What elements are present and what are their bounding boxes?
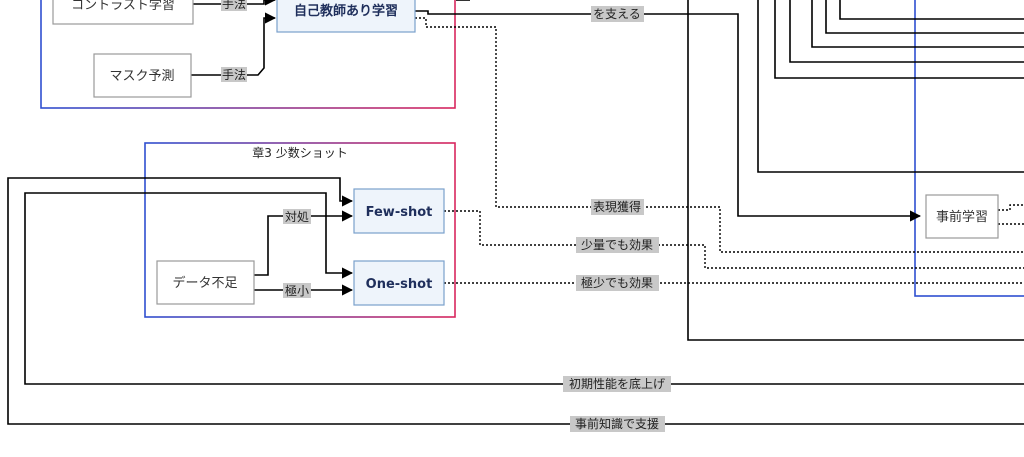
- node-mask-label: マスク予測: [109, 69, 174, 84]
- group-frame-ch3: [144, 142, 456, 318]
- node-pretrain[interactable]: 事前学習: [925, 194, 999, 239]
- node-mask[interactable]: マスク予測: [93, 53, 192, 98]
- edge-label-cope: 対処: [283, 209, 311, 224]
- edge-repr: [415, 17, 1024, 253]
- edge-label-method-1: 手法: [221, 0, 247, 11]
- node-oneshot-label: One-shot: [366, 277, 433, 292]
- node-fewshot-label: Few-shot: [366, 205, 433, 220]
- edge-initial-perf: [24, 192, 1024, 385]
- edge-cope: [254, 210, 354, 276]
- node-pretrain-label: 事前学習: [936, 209, 988, 225]
- node-oneshot[interactable]: One-shot: [353, 260, 445, 306]
- route-line-1: [839, 0, 1024, 20]
- route-line-4: [789, 0, 1024, 63]
- edge-label-repr: 表現獲得: [591, 199, 644, 215]
- route-line-6: [757, 0, 1024, 173]
- edge-label-small-effect-text: 少量でも効果: [581, 237, 653, 252]
- edge-label-initial-perf-text: 初期性能を底上げ: [569, 376, 665, 391]
- edge-small-effect: [444, 210, 1024, 269]
- edge-label-method-2: 手法: [221, 67, 247, 82]
- route-line-5: [774, 0, 1024, 79]
- node-contrast-label: コントラスト学習: [71, 0, 175, 13]
- node-selfsup-label: 自己教師あり学習: [294, 3, 398, 19]
- edge-label-prior-knowledge: 事前知識で支援: [570, 416, 665, 432]
- edge-label-method-1-text: 手法: [222, 0, 246, 11]
- edge-label-repr-text: 表現獲得: [593, 199, 641, 214]
- edge-label-minimal: 極小: [283, 283, 311, 298]
- edge-method-2: [190, 12, 277, 76]
- edge-label-support-text: を支える: [593, 7, 641, 21]
- node-fewshot[interactable]: Few-shot: [353, 188, 445, 234]
- route-line-2: [825, 0, 1024, 34]
- edge-label-initial-perf: 初期性能を底上げ: [563, 376, 671, 392]
- node-contrast[interactable]: コントラスト学習: [52, 0, 194, 25]
- node-selfsup[interactable]: 自己教師あり学習: [276, 0, 416, 33]
- group-frame-right: [914, 0, 1024, 297]
- edge-label-tiny-effect: 極少でも効果: [576, 275, 659, 291]
- edge-label-method-2-text: 手法: [222, 68, 246, 82]
- edge-prior-knowledge: [7, 177, 1024, 425]
- route-line-3: [811, 0, 1024, 48]
- route-line-7: [687, 0, 1024, 341]
- edge-support: [415, 10, 922, 222]
- edge-label-minimal-text: 極小: [285, 283, 309, 298]
- node-datashort[interactable]: データ不足: [156, 260, 255, 305]
- edge-label-prior-knowledge-text: 事前知識で支援: [575, 416, 659, 431]
- edge-label-tiny-effect-text: 極少でも効果: [581, 275, 653, 290]
- edge-label-support: を支える: [591, 6, 644, 22]
- edge-pretrain-out-1: [998, 204, 1024, 211]
- edge-label-small-effect: 少量でも効果: [576, 237, 659, 253]
- group-title-ch3: 章3 少数ショット: [252, 145, 347, 160]
- node-datashort-label: データ不足: [172, 275, 237, 291]
- group-frame-ch2: [40, 0, 456, 109]
- edge-label-cope-text: 対処: [285, 210, 309, 224]
